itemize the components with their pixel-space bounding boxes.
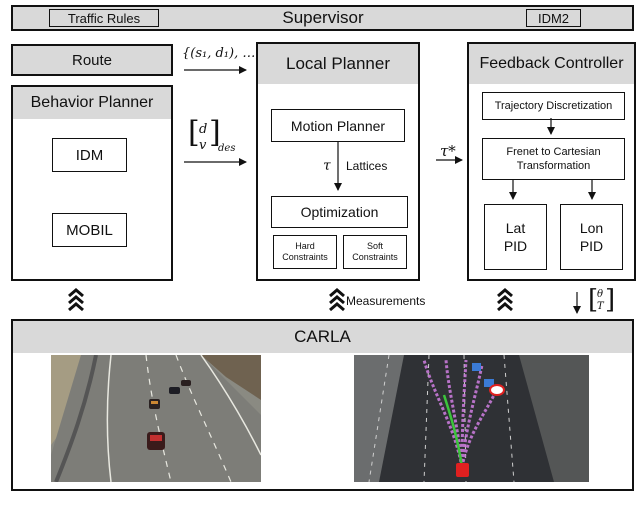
supervisor-title: Supervisor — [282, 8, 364, 27]
traffic-rules-label: Traffic Rules — [67, 10, 141, 26]
car-far-2 — [181, 380, 191, 386]
velocity-vector-label: [ d v ] des — [188, 118, 258, 158]
t-label: T — [597, 301, 604, 312]
carla-title: CARLA — [294, 327, 351, 346]
measurement-chevrons-feedback — [497, 288, 513, 312]
theta-t-vector-label: [ θ T ] — [588, 285, 628, 319]
idm-label: IDM — [75, 146, 104, 164]
bracket-right: ] — [209, 115, 221, 150]
tau-label: τ — [323, 158, 331, 174]
v-label: v — [199, 138, 207, 153]
car-near — [147, 432, 165, 450]
car-mid — [149, 399, 160, 409]
blue-vehicle-1 — [472, 363, 481, 371]
hard-constraints-box: Hard Constraints — [273, 235, 337, 269]
local-planner-title: Local Planner — [286, 54, 390, 73]
measurements-label: Measurements — [346, 294, 426, 308]
carla-planner-view — [354, 355, 589, 482]
optimization-label: Optimization — [300, 204, 379, 220]
lattices-label: Lattices — [346, 159, 388, 173]
des-label: des — [218, 143, 236, 154]
motion-planner-label: Motion Planner — [290, 117, 386, 134]
idm2-label: IDM2 — [537, 10, 570, 26]
mobil-label: MOBIL — [66, 221, 113, 239]
blue-vehicle-2 — [484, 379, 494, 387]
d-label: d — [199, 122, 208, 137]
feedback-controller-box: Feedback Controller Trajectory Discretiz… — [467, 42, 636, 281]
behavior-planner-box: Behavior Planner IDM MOBIL — [11, 85, 173, 281]
route-output-label: {(s₁, d₁), …} — [182, 46, 264, 61]
ego-vehicle — [456, 463, 469, 477]
mobil-box: MOBIL — [52, 213, 127, 247]
route-label: Route — [71, 51, 113, 69]
optimization-box: Optimization — [271, 196, 408, 228]
behavior-planner-header: Behavior Planner — [13, 87, 171, 119]
local-planner-header: Local Planner — [258, 44, 418, 84]
theta-label: θ — [597, 289, 604, 300]
selected-trajectory — [442, 394, 464, 468]
soft-constraints-label: Soft Constraints — [352, 241, 398, 262]
lat-pid-label: Lat PID — [503, 220, 528, 254]
idm-box: IDM — [52, 138, 127, 172]
tau-star-label: τ* — [440, 142, 456, 160]
trajectory-discretization-label: Trajectory Discretization — [494, 100, 613, 112]
route-box: Route — [11, 44, 173, 76]
measurement-chevrons-local — [329, 288, 345, 312]
bracket-left-2: [ — [588, 285, 599, 315]
feedback-controller-title: Feedback Controller — [479, 55, 624, 72]
trajectory-discretization-box: Trajectory Discretization — [482, 92, 625, 120]
hard-constraints-label: Hard Constraints — [282, 241, 328, 262]
carla-header: CARLA — [13, 321, 632, 353]
bracket-right-2: ] — [605, 285, 616, 315]
traffic-rules-tag: Traffic Rules — [49, 9, 159, 27]
lon-pid-label: Lon PID — [579, 220, 604, 254]
soft-constraints-box: Soft Constraints — [343, 235, 407, 269]
behavior-planner-title: Behavior Planner — [30, 94, 154, 111]
red-marker — [489, 384, 505, 396]
frenet-box: Frenet to Cartesian Transformation — [482, 138, 625, 180]
bracket-left: [ — [188, 115, 200, 150]
measurement-chevrons-behavior — [68, 288, 84, 312]
frenet-label: Frenet to Cartesian Transformation — [506, 146, 601, 172]
lon-pid-box: Lon PID — [560, 204, 623, 270]
carla-road-view — [51, 355, 261, 482]
feedback-controller-header: Feedback Controller — [469, 44, 634, 84]
car-far-1 — [169, 387, 180, 394]
supervisor-bar: Traffic Rules Supervisor IDM2 — [11, 5, 634, 31]
idm2-tag: IDM2 — [526, 9, 581, 27]
lat-pid-box: Lat PID — [484, 204, 547, 270]
